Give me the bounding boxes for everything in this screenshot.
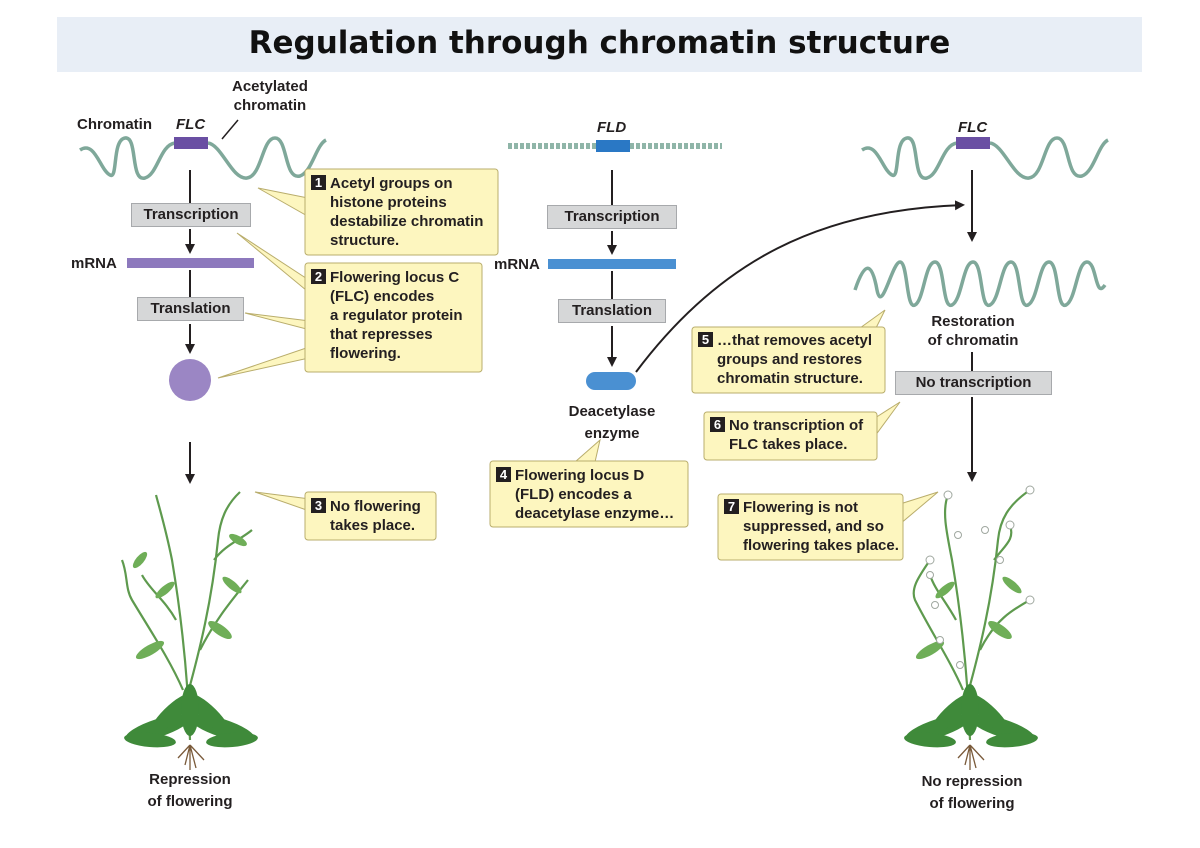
step-1-number: 1 [311, 175, 326, 190]
deacetylase-line-1: Deacetylase [568, 403, 656, 420]
mrna-label-left: mRNA [71, 255, 117, 272]
callout-1-box [257, 168, 499, 256]
flc-gene-band-right [956, 137, 990, 149]
page-title: Regulation through chromatin structure [248, 25, 951, 61]
acetylated-chromatin-label: Acetylated chromatin [232, 77, 308, 115]
callout-7-box [717, 491, 939, 561]
plant-repressed-illustration [120, 491, 258, 770]
step-6-callout: 6 No transcription of FLC takes place. [710, 416, 863, 454]
mrna-label-mid: mRNA [494, 256, 540, 273]
chromatin-label: Chromatin [77, 116, 152, 133]
step-2-line-1: 2 Flowering locus C [311, 268, 463, 287]
step-4-number: 4 [496, 467, 511, 482]
step-5-callout: 5 …that removes acetyl groups and restore… [698, 331, 872, 388]
curved-arrow-enzyme-to-chromatin [635, 200, 965, 373]
flc-gene-band-left [174, 137, 208, 149]
callout-4-box [489, 438, 689, 528]
transcription-box-left: Transcription [131, 203, 251, 227]
step-6-text-1: No transcription of [729, 417, 864, 434]
step-5-text-1: …that removes acetyl [717, 332, 873, 349]
step-6-number: 6 [710, 417, 725, 432]
step-6-text-2: FLC takes place. [729, 436, 848, 453]
step-3-callout: 3 No flowering takes place. [311, 497, 421, 535]
step-7-text-2: suppressed, and so [743, 518, 884, 535]
title-banner: Regulation through chromatin structure [57, 17, 1142, 72]
chromatin-right-top [861, 136, 1110, 180]
step-1-callout: 1 Acetyl groups on histone proteins desta… [311, 174, 483, 250]
restoration-line-1: Restoration [931, 313, 1015, 330]
step-6-line-1: 6 No transcription of [710, 416, 863, 435]
step-2-text-5: flowering. [330, 345, 401, 362]
step-3-line-1: 3 No flowering [311, 497, 421, 516]
repression-line-2: of flowering [147, 793, 233, 810]
translation-box-mid: Translation [558, 299, 666, 323]
acetylated-line-1: Acetylated [232, 78, 308, 95]
repression-label: Repression of flowering [128, 769, 252, 813]
no-repression-label: No repression of flowering [905, 771, 1039, 815]
step-5-text-3: chromatin structure. [717, 370, 863, 387]
step-3-text-2: takes place. [330, 517, 416, 534]
mrna-strand-mid [548, 259, 676, 269]
step-1-text-3: destabilize chromatin [330, 213, 484, 230]
transcription-box-mid: Transcription [547, 205, 677, 229]
flc-label-left: FLC [176, 116, 206, 133]
step-2-text-2: (FLC) encodes [330, 288, 435, 305]
restoration-line-2: of chromatin [927, 332, 1019, 349]
callout-6-box [703, 401, 901, 461]
no-transcription-box: No transcription [895, 371, 1052, 395]
step-7-callout: 7 Flowering is not suppressed, and so flo… [724, 498, 899, 555]
step-5-text-2: groups and restores [717, 351, 863, 368]
step-4-text-3: deacetylase enzyme… [515, 505, 675, 522]
step-2-text-4: that represses [330, 326, 433, 343]
step-4-callout: 4 Flowering locus D (FLD) encodes a deace… [496, 466, 674, 523]
step-7-text-3: flowering takes place. [743, 537, 899, 554]
step-1-line-1: 1 Acetyl groups on [311, 174, 483, 193]
regulator-protein [169, 359, 211, 401]
step-4-text-2: (FLD) encodes a [515, 486, 632, 503]
plant-flowering-illustration [904, 485, 1038, 770]
callout-3-box [254, 491, 437, 541]
acetylated-line-2: chromatin [233, 97, 307, 114]
restored-chromatin-coil [853, 260, 1107, 307]
deacetylase-line-2: enzyme [584, 425, 640, 442]
step-1-text-4: structure. [330, 232, 400, 249]
step-2-number: 2 [311, 269, 326, 284]
step-5-line-1: 5 …that removes acetyl [698, 331, 872, 350]
callout-2-box [217, 232, 483, 379]
no-repression-line-2: of flowering [929, 795, 1015, 812]
deacetylase-enzyme-label: Deacetylase enzyme [560, 401, 664, 445]
step-2-text-3: a regulator protein [330, 307, 463, 324]
restoration-label: Restoration of chromatin [918, 312, 1028, 350]
fld-gene-band [596, 140, 630, 152]
step-3-number: 3 [311, 498, 326, 513]
no-repression-line-1: No repression [921, 773, 1023, 790]
mrna-strand-left [127, 258, 254, 268]
step-2-text-1: Flowering locus C [330, 269, 460, 286]
step-4-line-1: 4 Flowering locus D [496, 466, 674, 485]
step-3-text-1: No flowering [330, 498, 421, 515]
step-7-text-1: Flowering is not [743, 499, 858, 516]
flc-label-right: FLC [958, 119, 988, 136]
step-7-number: 7 [724, 499, 739, 514]
callout-5-box [691, 309, 886, 394]
deacetylase-enzyme-shape [586, 372, 636, 390]
acetylated-pointer-line [221, 119, 239, 140]
step-7-line-1: 7 Flowering is not [724, 498, 899, 517]
repression-line-1: Repression [149, 771, 231, 788]
step-1-text-1: Acetyl groups on [330, 175, 453, 192]
fld-label: FLD [597, 119, 627, 136]
translation-box-left: Translation [137, 297, 244, 321]
step-4-text-1: Flowering locus D [515, 467, 645, 484]
step-5-number: 5 [698, 332, 713, 347]
step-2-callout: 2 Flowering locus C (FLC) encodes a regul… [311, 268, 463, 363]
step-1-text-2: histone proteins [330, 194, 447, 211]
